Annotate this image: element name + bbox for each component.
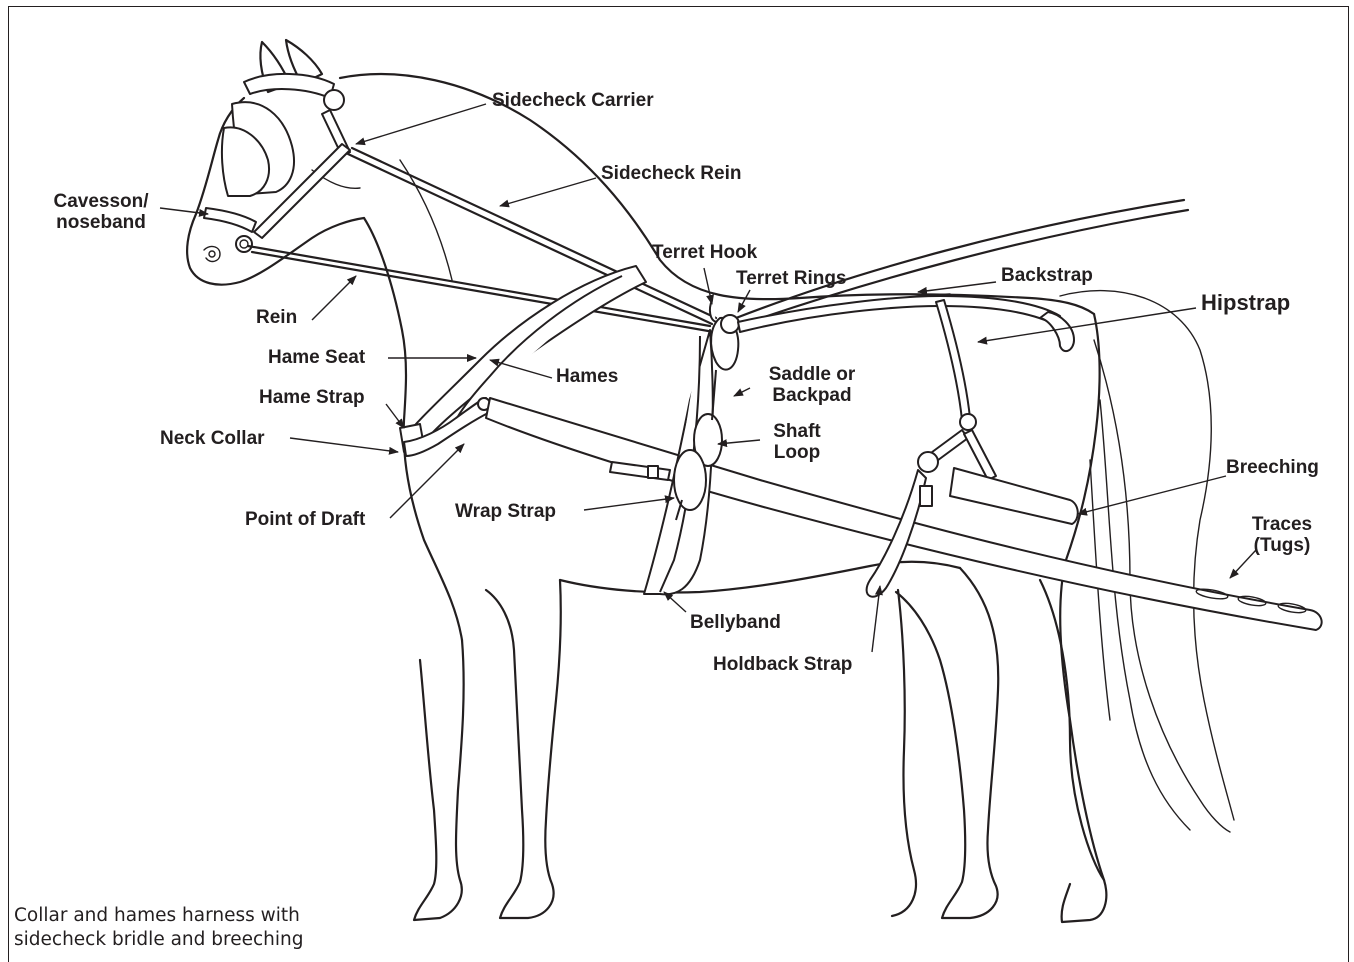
label-shaft-loop-line2: Loop xyxy=(762,442,832,463)
label-sidecheck-rein: Sidecheck Rein xyxy=(601,163,741,184)
label-neck-collar: Neck Collar xyxy=(160,428,265,449)
label-terret-hook: Terret Hook xyxy=(652,242,757,263)
label-traces-line2: (Tugs) xyxy=(1240,535,1324,556)
label-rein: Rein xyxy=(256,307,297,328)
label-traces: Traces (Tugs) xyxy=(1240,514,1324,556)
label-holdback-strap: Holdback Strap xyxy=(713,654,852,675)
label-saddle-line2: Backpad xyxy=(752,385,872,406)
label-hipstrap: Hipstrap xyxy=(1201,292,1290,313)
label-sidecheck-carrier: Sidecheck Carrier xyxy=(492,90,654,111)
label-cavesson: Cavesson/ noseband xyxy=(46,191,156,233)
figure-caption: Collar and hames harness with sidecheck … xyxy=(14,904,374,952)
label-hame-strap: Hame Strap xyxy=(259,387,365,408)
label-terret-rings: Terret Rings xyxy=(736,268,847,289)
label-wrap-strap: Wrap Strap xyxy=(455,501,556,522)
label-cavesson-line2: noseband xyxy=(46,212,156,233)
label-breeching: Breeching xyxy=(1226,457,1319,478)
label-shaft-loop: Shaft Loop xyxy=(762,421,832,463)
label-point-of-draft: Point of Draft xyxy=(245,509,365,530)
label-saddle-line1: Saddle or xyxy=(752,364,872,385)
label-cavesson-line1: Cavesson/ xyxy=(46,191,156,212)
label-hame-seat: Hame Seat xyxy=(268,347,365,368)
saddle-bellyband xyxy=(644,300,739,594)
caption-line1: Collar and hames harness with xyxy=(14,904,374,928)
caption-line2: sidecheck bridle and breeching xyxy=(14,928,374,952)
label-shaft-loop-line1: Shaft xyxy=(762,421,832,442)
label-saddle: Saddle or Backpad xyxy=(752,364,872,406)
label-bellyband: Bellyband xyxy=(690,612,781,633)
label-traces-line1: Traces xyxy=(1240,514,1324,535)
label-hames: Hames xyxy=(556,366,618,387)
label-backstrap: Backstrap xyxy=(1001,265,1093,286)
